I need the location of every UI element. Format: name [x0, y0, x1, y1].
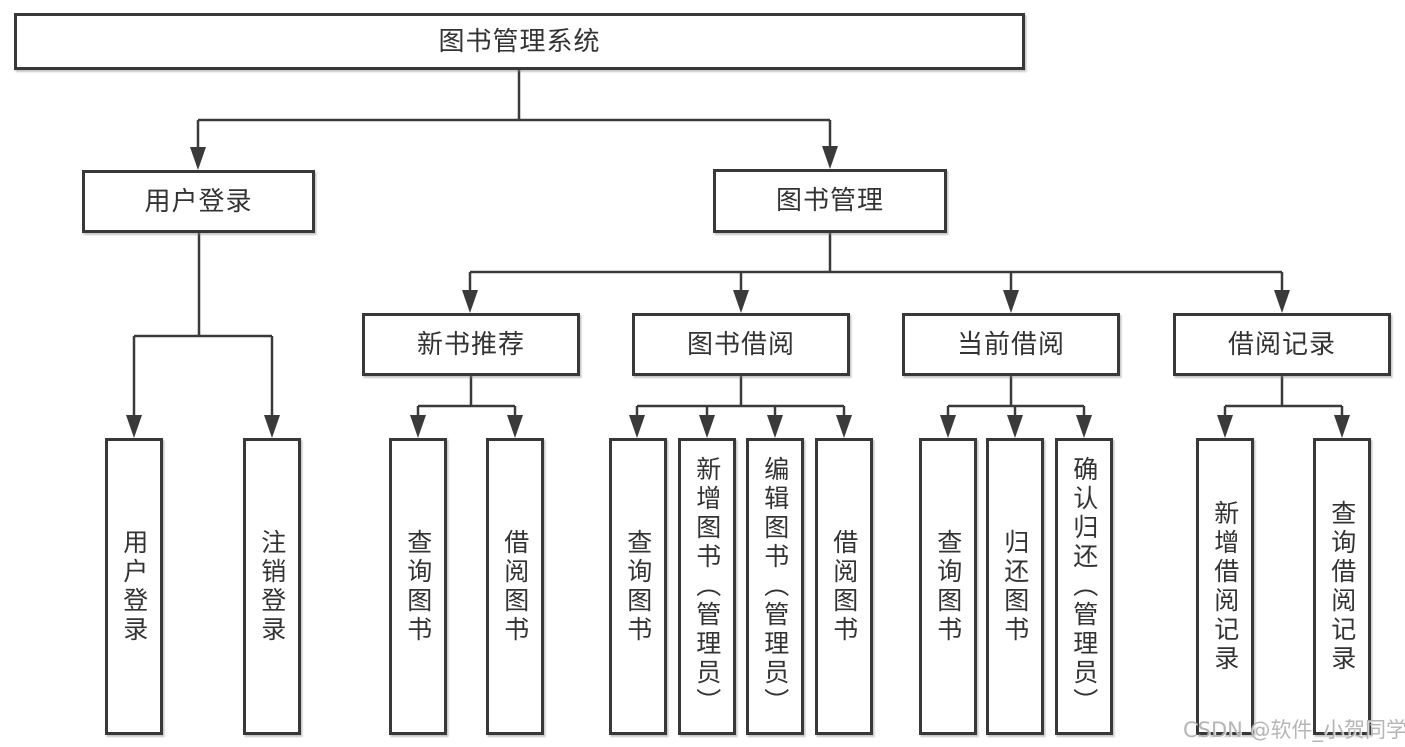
leaf-edit-book-admin-label: 编辑图书（管理员） [760, 456, 790, 717]
leaf-borrow-books-borrow-label: 借阅图书 [829, 528, 859, 645]
leaf-add-book-admin-label: 新增图书（管理员） [692, 456, 722, 717]
node-book-management-label: 图书管理 [775, 186, 884, 216]
node-borrow-records-label: 借阅记录 [1227, 329, 1336, 360]
leaf-logout: 注销登录 [243, 438, 301, 735]
leaf-query-books-recommend: 查询图书 [389, 438, 447, 735]
node-new-book-recommend-label: 新书推荐 [416, 329, 525, 360]
leaf-return-books: 归还图书 [986, 438, 1044, 735]
leaf-user-login-label: 用户登录 [119, 528, 149, 645]
leaf-confirm-return-admin: 确认归还（管理员） [1055, 438, 1113, 735]
node-book-borrow-label: 图书借阅 [686, 329, 795, 360]
leaf-user-login: 用户登录 [105, 438, 163, 735]
leaf-add-borrow-record: 新增借阅记录 [1196, 438, 1254, 735]
leaf-edit-book-admin: 编辑图书（管理员） [746, 438, 804, 735]
leaf-query-borrow-record-label: 查询借阅记录 [1327, 499, 1357, 674]
node-root-label: 图书管理系统 [438, 26, 601, 57]
node-book-borrow: 图书借阅 [632, 313, 850, 376]
leaf-query-books-borrow: 查询图书 [609, 438, 667, 735]
leaf-query-books-current-label: 查询图书 [933, 528, 963, 645]
node-user-login: 用户登录 [82, 170, 315, 233]
leaf-query-books-current: 查询图书 [919, 438, 977, 735]
leaf-borrow-books-recommend: 借阅图书 [486, 438, 544, 735]
leaf-return-books-label: 归还图书 [1000, 528, 1030, 645]
node-user-login-label: 用户登录 [144, 186, 253, 217]
node-borrow-records: 借阅记录 [1173, 313, 1391, 376]
leaf-logout-label: 注销登录 [257, 528, 287, 645]
node-book-management: 图书管理 [713, 169, 947, 233]
leaf-add-borrow-record-label: 新增借阅记录 [1210, 499, 1240, 674]
node-current-borrow: 当前借阅 [902, 313, 1120, 376]
arrowheads [126, 146, 1350, 438]
node-new-book-recommend: 新书推荐 [362, 313, 580, 376]
leaf-confirm-return-admin-label: 确认归还（管理员） [1069, 456, 1099, 717]
csdn-watermark: CSDN @软件_小贺同学 [1183, 718, 1405, 742]
leaf-borrow-books-recommend-label: 借阅图书 [500, 528, 530, 645]
leaf-add-book-admin: 新增图书（管理员） [678, 438, 736, 735]
leaf-query-borrow-record: 查询借阅记录 [1313, 438, 1371, 735]
leaf-query-books-borrow-label: 查询图书 [623, 528, 653, 645]
node-root-system: 图书管理系统 [14, 13, 1025, 70]
leaf-borrow-books-borrow: 借阅图书 [815, 438, 873, 735]
leaf-query-books-recommend-label: 查询图书 [403, 528, 433, 645]
node-current-borrow-label: 当前借阅 [956, 329, 1065, 360]
